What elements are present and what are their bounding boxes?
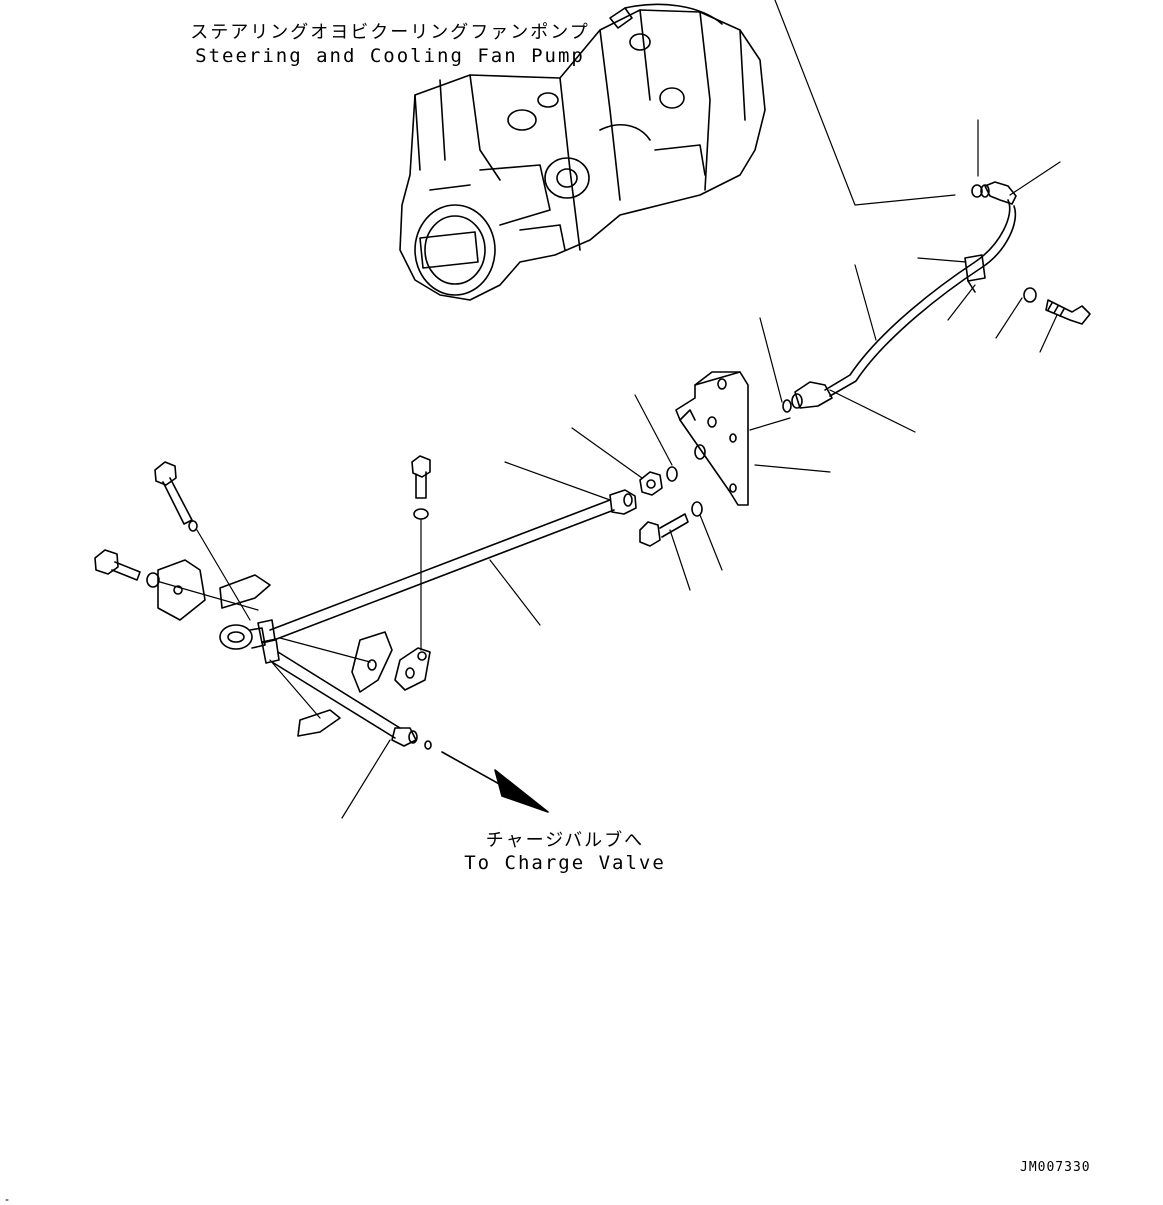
clamp-plates [157,559,431,737]
long-hose-assembly [219,489,637,664]
drawing-code: JM007330 [1020,1160,1091,1175]
leader-lines-upper [759,119,1061,433]
mounting-bracket [639,371,749,547]
upper-hose-assembly [782,181,1091,413]
valve-label-jp: チャージバルブへ [485,830,645,851]
valve-label-en: To Charge Valve [464,852,666,874]
pump-label-jp: ステアリングオヨビクーリングファンポンプ [190,22,590,43]
left-bolts [94,455,431,588]
steering-cooling-fan-pump [399,3,766,301]
lower-hose-assembly [271,651,432,750]
direction-arrow [441,751,549,813]
leader-lines-lower [159,461,611,819]
leader-lines-bracket [571,394,831,591]
pump-label-en: Steering and Cooling Fan Pump [195,45,585,67]
